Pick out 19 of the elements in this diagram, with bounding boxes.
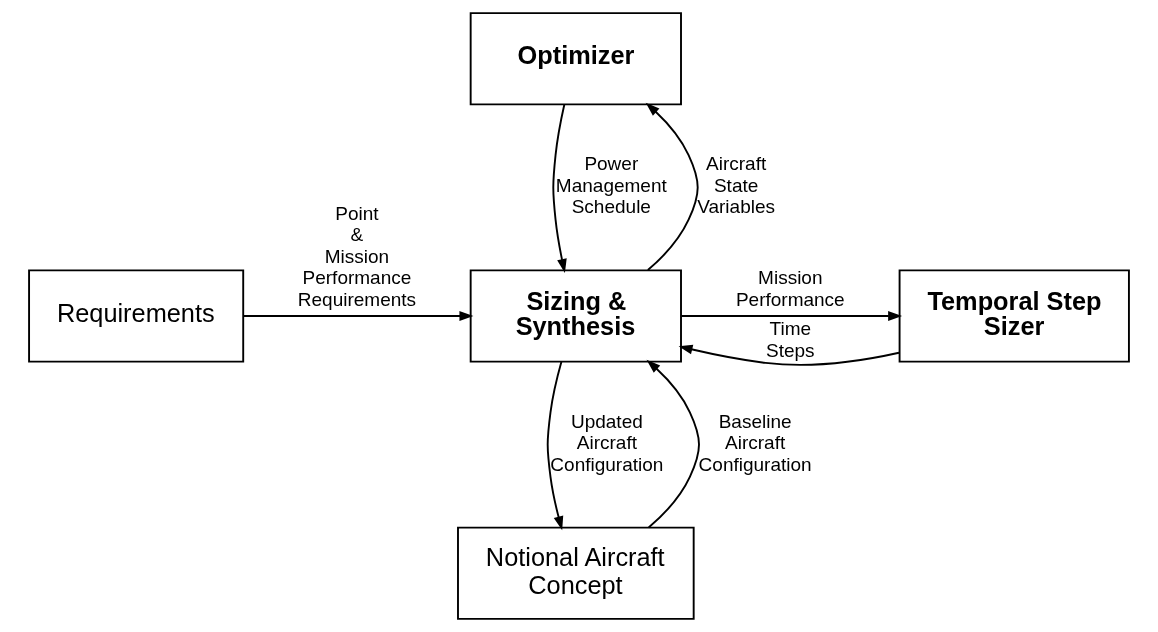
node-box: Optimizer xyxy=(469,12,682,106)
arrow xyxy=(680,311,903,321)
node-box: Temporal Step Sizer xyxy=(898,269,1130,363)
edge-label: Updated Aircraft Configuration xyxy=(550,410,664,475)
arrow xyxy=(552,103,567,273)
arrow xyxy=(645,102,699,272)
edge-label: Power Management Schedule xyxy=(555,153,667,218)
node-box: Sizing & Synthesis xyxy=(469,269,682,363)
arrow xyxy=(546,360,564,531)
edge-label: Mission Performance xyxy=(735,267,845,310)
edge-label: Baseline Aircraft Configuration xyxy=(698,410,812,475)
edge-label: Aircraft State Variables xyxy=(697,153,776,218)
arrow xyxy=(678,344,900,366)
edge-label: Point & Mission Performance Requirements xyxy=(297,202,417,310)
node-box: Requirements xyxy=(28,269,245,363)
edge-label: Time Steps xyxy=(766,318,815,361)
arrow xyxy=(646,359,700,529)
node-box: Notional Aircraft Concept xyxy=(457,526,695,620)
arrow xyxy=(242,311,474,321)
